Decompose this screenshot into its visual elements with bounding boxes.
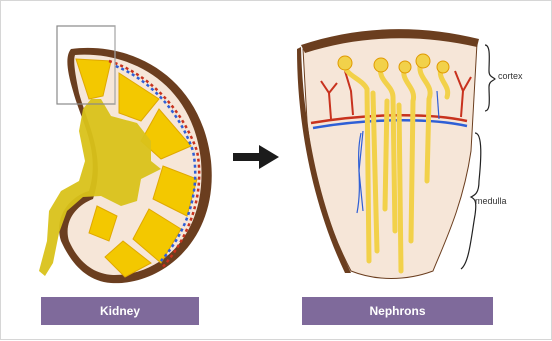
cortex-label: cortex <box>498 71 523 81</box>
nephrons-caption: Nephrons <box>302 297 493 325</box>
nephron-illustration <box>297 29 479 278</box>
kidney-caption: Kidney <box>41 297 199 325</box>
medulla-label: medulla <box>475 196 507 206</box>
right-arrow-icon <box>233 145 279 169</box>
tubule <box>399 105 401 271</box>
cortex-brace <box>485 45 495 111</box>
tubule <box>385 101 387 209</box>
kidney-illustration <box>39 26 212 283</box>
nephron-wedge <box>303 33 477 278</box>
